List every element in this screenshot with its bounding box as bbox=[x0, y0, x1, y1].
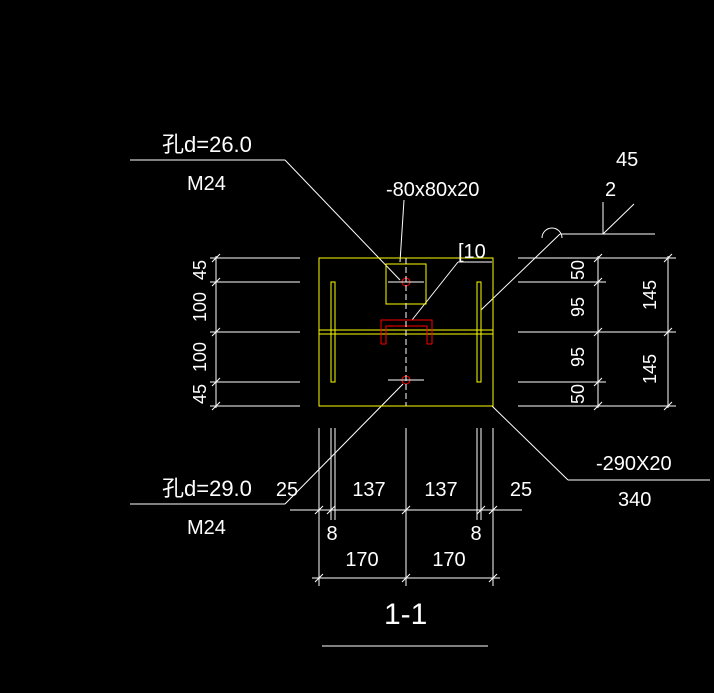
dim-bottom-row3-2: 170 bbox=[432, 549, 465, 571]
dim-right-inner-3: 95 bbox=[568, 347, 588, 367]
stiffener-left bbox=[330, 281, 336, 383]
dim-right-outer-1: 145 bbox=[640, 280, 660, 310]
stiffener-right bbox=[476, 281, 482, 383]
dimension-right bbox=[518, 253, 676, 411]
dim-bottom-1: 25 bbox=[276, 479, 298, 501]
leader-lines bbox=[130, 159, 710, 647]
dim-bottom-row2-2: 8 bbox=[470, 523, 481, 545]
dim-left-4: 45 bbox=[190, 384, 210, 404]
leader-hole-top bbox=[284, 159, 401, 281]
dim-bottom-3: 137 bbox=[424, 479, 457, 501]
dim-right-inner-2: 95 bbox=[568, 297, 588, 317]
label-hole-top: 孔d=26.0 bbox=[162, 132, 252, 157]
label-bolt-bottom: M24 bbox=[187, 517, 226, 539]
dim-bottom-row2-1: 8 bbox=[326, 523, 337, 545]
label-bolt-top: M24 bbox=[187, 173, 226, 195]
label-weld-size: 45 bbox=[616, 149, 638, 171]
label-washer-plate: -80x80x20 bbox=[386, 179, 479, 201]
label-hole-bottom: 孔d=29.0 bbox=[162, 476, 252, 501]
dim-bottom-row3-1: 170 bbox=[345, 549, 378, 571]
section-title: 1-1 bbox=[384, 598, 427, 631]
leader-base-plate bbox=[491, 405, 569, 481]
label-weld-count: 2 bbox=[605, 179, 616, 201]
leader-channel bbox=[411, 261, 459, 321]
dimension-left bbox=[210, 253, 300, 411]
dim-bottom-4: 25 bbox=[510, 479, 532, 501]
leader-washer-plate bbox=[399, 199, 405, 263]
dim-left-1: 45 bbox=[190, 260, 210, 280]
dim-left-3: 100 bbox=[190, 342, 210, 372]
annotation-labels: 孔d=26.0 M24 -80x80x20 [10 45 2 孔d=29.0 M… bbox=[162, 132, 672, 631]
dim-left-2: 100 bbox=[190, 292, 210, 322]
dim-right-outer-2: 145 bbox=[640, 354, 660, 384]
dim-right-inner-4: 50 bbox=[568, 384, 588, 404]
label-channel: [10 bbox=[458, 241, 486, 263]
label-base-plate-len: 340 bbox=[618, 489, 651, 511]
weld-arrow-line bbox=[480, 233, 561, 311]
leader-hole-bottom bbox=[284, 383, 404, 505]
dimension-bottom bbox=[290, 428, 522, 586]
dim-right-inner-1: 50 bbox=[568, 260, 588, 280]
weld-tail-diagonal bbox=[602, 203, 635, 235]
dim-bottom-2: 137 bbox=[352, 479, 385, 501]
label-base-plate: -290X20 bbox=[596, 453, 672, 475]
weld-symbol-icon bbox=[541, 227, 563, 239]
